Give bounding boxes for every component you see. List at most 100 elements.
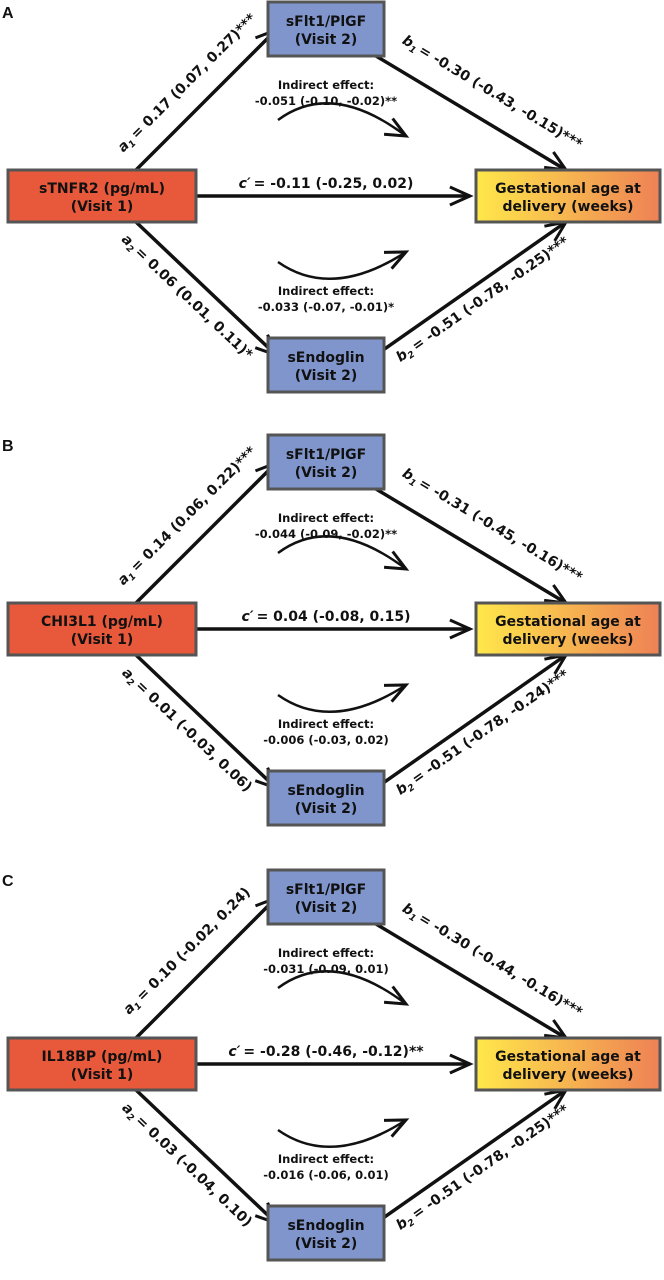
a2-coefficient-label-subscript: 2 (124, 244, 135, 256)
indirect-effect-bottom-arrow (277, 1118, 407, 1149)
path-b2-arrow (374, 1088, 568, 1225)
b1-coefficient-label: b1= -0.30 (-0.44, -0.16)*** (399, 900, 586, 1021)
indirect-effect-bottom-text: Indirect effect:-0.033 (-0.07, -0.01)* (258, 284, 394, 314)
svg-text:a2= 0.03 (-0.04, 0.10): a2= 0.03 (-0.04, 0.10) (117, 1100, 255, 1232)
svg-text:a1= 0.10 (-0.02, 0.24): a1= 0.10 (-0.02, 0.24) (120, 884, 255, 1019)
indirect-effect-bottom-arrow (277, 683, 407, 714)
mediator-bottom-label-line: (Visit 2) (295, 801, 358, 817)
indirect-effect-top-arrow-arrowhead (383, 550, 410, 571)
a1-coefficient-label: a1= 0.14 (0.06, 0.22)*** (115, 443, 262, 590)
path-b2-arrow (374, 220, 568, 357)
indirect-effect-bottom-arrow-arrowhead (383, 683, 410, 703)
svg-text:b2= -0.51 (-0.78, -0.25)***: b2= -0.51 (-0.78, -0.25)*** (393, 1101, 573, 1235)
path-a2-arrow (134, 653, 278, 790)
c-prime-coefficient-label-value: = -0.11 (-0.25, 0.02) (254, 176, 414, 192)
indirect-effect-bottom-line: Indirect effect: (278, 717, 374, 731)
path-c-prime-arrow-arrowhead (449, 185, 474, 207)
c-prime-coefficient-label-subscript: ′ (237, 1044, 241, 1060)
panel-letter: B (2, 438, 14, 455)
mediator-bottom-box (266, 1204, 386, 1262)
path-a1-arrow (134, 896, 278, 1040)
a2-coefficient-label-value: = 0.01 (-0.03, 0.06) (132, 678, 255, 796)
svg-text:a1= 0.14 (0.06, 0.22)***: a1= 0.14 (0.06, 0.22)*** (115, 443, 262, 590)
outcome-label-line: delivery (weeks) (502, 1067, 633, 1083)
indirect-effect-top-line: -0.044 (-0.09, -0.02)** (255, 527, 397, 541)
a1-coefficient-label-subscript: 1 (127, 572, 139, 584)
mediator-top-label-line: (Visit 2) (295, 465, 358, 481)
outcome-label-line: delivery (weeks) (502, 632, 633, 648)
predictor-label-line: CHI3L1 (pg/mL) (41, 614, 163, 630)
predictor-label-line: IL18BP (pg/mL) (42, 1049, 163, 1065)
panel-c: C IL18BP (pg/mL) (Visit 1) sFlt1/PlGF(Visit… (2, 868, 662, 1262)
c-prime-coefficient-label-symbol: c (228, 1044, 237, 1060)
b2-coefficient-label-value: = -0.51 (-0.78, -0.25)*** (409, 1101, 572, 1222)
b2-coefficient-label: b2= -0.51 (-0.78, -0.25)*** (393, 233, 573, 367)
b1-coefficient-label-value: = -0.30 (-0.44, -0.16)*** (416, 910, 586, 1021)
mediator-top-label: sFlt1/PlGF (Visit 2) (286, 447, 366, 481)
indirect-effect-bottom-text: Indirect effect:-0.006 (-0.03, 0.02) (263, 717, 389, 747)
indirect-effect-top-text: Indirect effect: -0.031 (-0.09, 0.01) (263, 946, 389, 976)
b1-coefficient-label: b1= -0.31 (-0.45, -0.16)*** (399, 465, 585, 586)
outcome-box (474, 168, 662, 224)
mediator-top-label-line: (Visit 2) (295, 900, 358, 916)
path-a2-arrow (134, 1088, 278, 1225)
c-prime-coefficient-label: c′= 0.04 (-0.08, 0.15) (242, 609, 411, 625)
outcome-label: Gestational age at delivery (weeks) (495, 614, 641, 648)
mediator-bottom-label: sEndoglin(Visit 2) (287, 350, 364, 384)
a1-coefficient-label-subscript: 1 (127, 139, 139, 151)
indirect-effect-top-arrow (277, 970, 407, 1005)
indirect-effect-top-line: Indirect effect: (278, 78, 374, 92)
a1-coefficient-label: a1= 0.17 (0.07, 0.27)*** (115, 10, 260, 155)
indirect-effect-top-line: -0.031 (-0.09, 0.01) (263, 962, 389, 976)
outcome-label-line: delivery (weeks) (502, 199, 633, 215)
path-b1-arrow (375, 922, 567, 1040)
b1-coefficient-label-subscript: 1 (407, 477, 418, 489)
mediator-bottom-label-line: (Visit 2) (295, 1236, 358, 1252)
indirect-effect-bottom-arrow (277, 250, 407, 281)
a1-coefficient-label-value: = 0.17 (0.07, 0.27)*** (128, 10, 260, 142)
c-prime-coefficient-label-symbol: c (242, 609, 251, 625)
b2-coefficient-label-subscript: 2 (406, 1218, 417, 1230)
predictor-label-line: (Visit 1) (71, 199, 134, 215)
panel-letter: A (2, 5, 14, 22)
outcome-label-line: Gestational age at (495, 614, 641, 630)
outcome-label-line: Gestational age at (495, 181, 641, 197)
a2-coefficient-label-subscript: 2 (124, 677, 135, 689)
a2-coefficient-label: a2= 0.03 (-0.04, 0.10) (117, 1100, 255, 1232)
b2-coefficient-label-subscript: 2 (406, 783, 417, 795)
indirect-effect-top-line: Indirect effect: (278, 946, 374, 960)
indirect-effect-bottom-arrow-arrowhead (383, 1118, 410, 1138)
indirect-effect-top-text: Indirect effect: -0.044 (-0.09, -0.02)** (255, 511, 397, 541)
svg-text:c′= -0.11 (-0.25, 0.02): c′= -0.11 (-0.25, 0.02) (239, 176, 414, 192)
panel-letter: C (2, 873, 14, 890)
b2-coefficient-label-value: = -0.51 (-0.78, -0.24)*** (409, 666, 572, 787)
svg-text:b1= -0.30 (-0.43, -0.15)***: b1= -0.30 (-0.43, -0.15)*** (398, 32, 585, 154)
indirect-effect-bottom-line: -0.033 (-0.07, -0.01)* (258, 300, 394, 314)
c-prime-coefficient-label-symbol: c (239, 176, 248, 192)
a2-coefficient-label-subscript: 2 (124, 1112, 135, 1124)
mediator-bottom-label-line: sEndoglin (287, 1218, 364, 1234)
predictor-label-line: (Visit 1) (71, 1067, 134, 1083)
c-prime-coefficient-label: c′= -0.28 (-0.46, -0.12)** (228, 1044, 424, 1060)
indirect-effect-top-line: -0.051 (-0.10, -0.02)** (255, 94, 397, 108)
indirect-effect-top-line: Indirect effect: (278, 511, 374, 525)
svg-text:b2= -0.51 (-0.78, -0.25)***: b2= -0.51 (-0.78, -0.25)*** (393, 233, 573, 367)
mediator-top-label: sFlt1/PlGF(Visit 2) (286, 882, 366, 916)
c-prime-coefficient-label-value: = 0.04 (-0.08, 0.15) (257, 609, 411, 625)
mediator-top-box (266, 868, 386, 926)
outcome-box (474, 601, 662, 657)
b1-coefficient-label-value: = -0.30 (-0.43, -0.15)*** (416, 42, 586, 153)
c-prime-coefficient-label-subscript: ′ (250, 609, 254, 625)
mediator-bottom-box (266, 336, 386, 394)
svg-text:b2= -0.51 (-0.78, -0.24)***: b2= -0.51 (-0.78, -0.24)*** (393, 666, 573, 800)
predictor-label: CHI3L1 (pg/mL)(Visit 1) (41, 614, 163, 648)
mediator-top-label-line: sFlt1/PlGF (286, 447, 366, 463)
indirect-effect-bottom-text: Indirect effect:-0.016 (-0.06, 0.01) (263, 1152, 389, 1182)
svg-text:a2= 0.06 (0.01, 0.11)*: a2= 0.06 (0.01, 0.11)* (117, 231, 256, 364)
a1-coefficient-label-value: = 0.14 (0.06, 0.22)*** (128, 443, 260, 575)
mediator-bottom-label: sEndoglin(Visit 2) (287, 783, 364, 817)
indirect-effect-top-arrow-arrowhead (383, 117, 410, 138)
